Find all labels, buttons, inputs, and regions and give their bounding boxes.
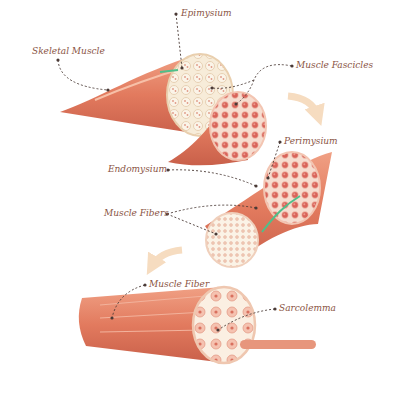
part-label: Skeletal Muscle (32, 46, 105, 57)
part-label: Endomysium (108, 164, 167, 175)
flow-arrow (152, 250, 182, 266)
flow-arrow (288, 96, 318, 116)
leader-line (218, 309, 275, 330)
leader-line (236, 65, 292, 104)
part-label: Perimysium (284, 136, 338, 147)
fiber-cross-section (193, 287, 255, 363)
fiber-bundle-section (206, 213, 258, 267)
leader-line (212, 80, 254, 88)
fascicle-cross-section (210, 92, 266, 160)
leader-line (268, 142, 280, 178)
vessel (262, 196, 300, 232)
leader-lines (58, 14, 292, 330)
leader-line (58, 60, 108, 90)
part-label: Sarcolemma (279, 303, 336, 314)
part-label: Muscle Fascicles (296, 60, 373, 71)
leader-line (167, 214, 216, 234)
myofibril-strand (240, 340, 316, 349)
leader-dots (56, 12, 293, 331)
leader-line (112, 285, 145, 318)
fascicle-section (264, 152, 320, 224)
fiber-stripes (100, 296, 205, 332)
vessel (160, 70, 178, 72)
leader-line (176, 14, 182, 68)
leader-line (167, 205, 256, 214)
fascicle-piece (205, 152, 332, 266)
leader-line (168, 170, 256, 186)
part-label: Muscle Fibers (104, 208, 169, 219)
part-label: Muscle Fiber (149, 279, 209, 290)
part-label: Epimysium (181, 8, 232, 19)
